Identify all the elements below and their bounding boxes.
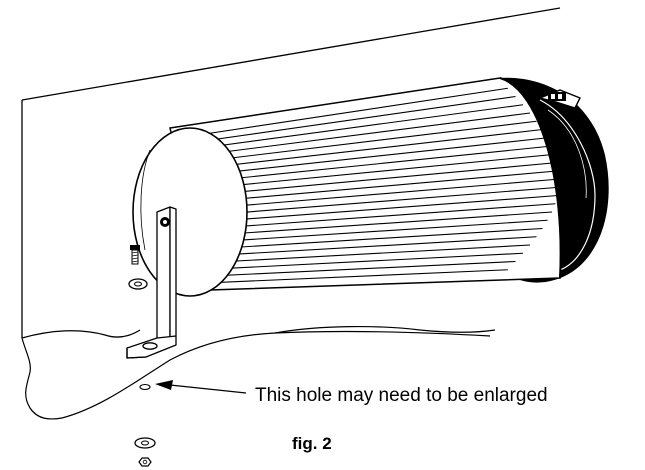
figure-caption: fig. 2 bbox=[292, 434, 332, 453]
carriage-bolt-icon bbox=[130, 245, 140, 265]
pleat-line bbox=[199, 170, 560, 203]
pleat-line bbox=[199, 219, 548, 244]
pleat-line bbox=[199, 194, 558, 224]
filter-end-cap bbox=[132, 127, 248, 297]
callout-text: This hole may need to be enlarged bbox=[255, 385, 548, 406]
pleat-line bbox=[199, 186, 560, 217]
pleat-line bbox=[199, 252, 523, 271]
pleat-line bbox=[199, 95, 516, 143]
pleat-line bbox=[199, 236, 537, 257]
pleat-line bbox=[199, 120, 537, 163]
hose-clamp bbox=[537, 89, 581, 109]
floor-outline bbox=[21, 325, 496, 420]
pleat-line bbox=[199, 112, 531, 156]
pleat-line bbox=[199, 153, 556, 190]
mounting-bracket bbox=[126, 206, 177, 359]
upper-washer-icon bbox=[128, 278, 148, 290]
pleat-line bbox=[199, 137, 548, 176]
pleat-line bbox=[199, 269, 508, 284]
pleat-line bbox=[199, 104, 524, 149]
pleat-line bbox=[199, 128, 543, 170]
pleat-line bbox=[199, 260, 516, 278]
pleat-line bbox=[199, 87, 508, 136]
pleat-line bbox=[199, 145, 553, 183]
callout-arrow bbox=[155, 380, 247, 394]
filter-pleats bbox=[169, 77, 562, 291]
mounting-hole bbox=[139, 383, 151, 391]
pleat-line bbox=[199, 227, 543, 251]
pleat-line bbox=[199, 161, 559, 197]
vehicle-panel bbox=[21, 7, 561, 339]
pleat-line bbox=[199, 178, 561, 210]
pleat-line bbox=[199, 244, 531, 264]
bracket-bolt bbox=[160, 217, 170, 227]
pleat-line bbox=[199, 211, 552, 237]
hex-nut-icon bbox=[138, 457, 152, 467]
lower-washer-icon bbox=[134, 437, 156, 449]
pleat-line bbox=[199, 203, 556, 230]
